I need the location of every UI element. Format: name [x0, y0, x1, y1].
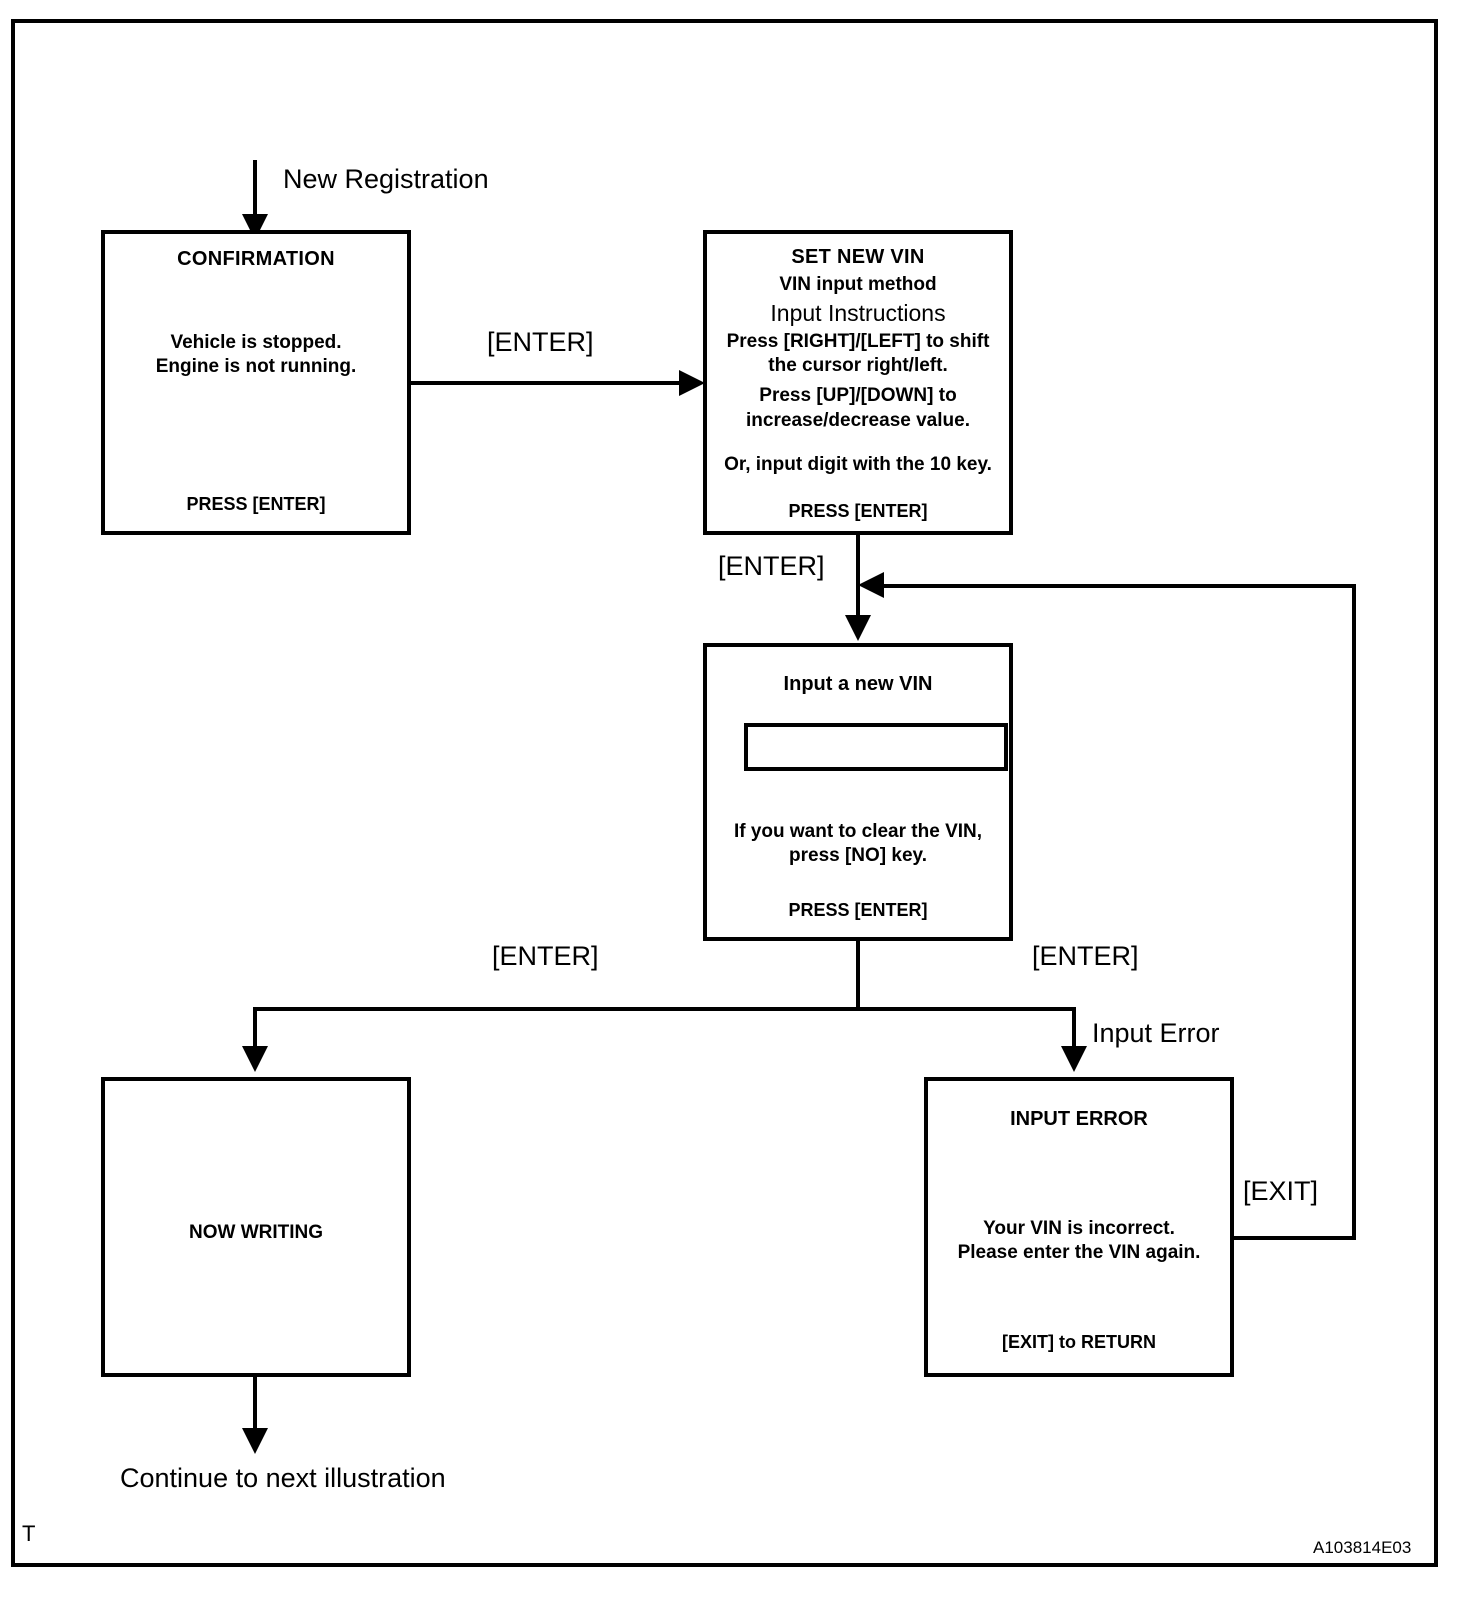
- input-new-vin-title: Input a new VIN: [783, 673, 933, 695]
- exit-label: Continue to next illustration: [120, 1463, 446, 1493]
- writing-exit-line: [253, 1377, 257, 1447]
- set-new-vin-line-4: increase/decrease value.: [746, 409, 970, 431]
- entry-label: New Registration: [283, 164, 489, 194]
- input-branch-stem: [856, 941, 860, 1009]
- screen-input-new-vin: Input a new VIN If you want to clear the…: [703, 643, 1013, 941]
- screen-input-error: INPUT ERROR Your VIN is incorrect. Pleas…: [924, 1077, 1234, 1377]
- error-return-label: [EXIT]: [1243, 1176, 1319, 1206]
- input-new-vin-line-1: If you want to clear the VIN,: [733, 820, 983, 842]
- set-new-vin-title: SET NEW VIN: [791, 246, 925, 268]
- setvin-to-input-arrowhead: [845, 615, 871, 641]
- writing-exit-arrowhead: [242, 1428, 268, 1454]
- set-new-vin-line-3: Press [UP]/[DOWN] to: [759, 385, 957, 407]
- confirm-to-setvin-line: [411, 381, 679, 385]
- input-error-line-1: Your VIN is incorrect.: [983, 1217, 1175, 1239]
- branch-right-leg: [1072, 1007, 1076, 1065]
- screen-now-writing: NOW WRITING: [101, 1077, 411, 1377]
- set-new-vin-line-1: Press [RIGHT]/[LEFT] to shift: [726, 330, 990, 352]
- error-return-exit-line: [1234, 1236, 1356, 1240]
- corner-marker: T: [22, 1521, 36, 1546]
- screen-confirmation: CONFIRMATION Vehicle is stopped. Engine …: [101, 230, 411, 535]
- branch-left-arrowhead: [242, 1046, 268, 1072]
- confirmation-line-1: Vehicle is stopped.: [170, 332, 342, 353]
- vin-input-field[interactable]: [744, 723, 1008, 771]
- branch-left-leg: [253, 1007, 257, 1065]
- input-error-branch-label: Input Error: [1092, 1018, 1220, 1048]
- branch-right-label: [ENTER]: [1032, 941, 1139, 971]
- confirm-to-setvin-arrowhead: [679, 370, 705, 396]
- confirm-to-setvin-label: [ENTER]: [487, 327, 594, 357]
- input-error-title: INPUT ERROR: [1010, 1108, 1148, 1130]
- now-writing-title: NOW WRITING: [188, 1222, 324, 1243]
- confirmation-line-2: Engine is not running.: [155, 356, 357, 378]
- figure-code: A103814E03: [1313, 1538, 1412, 1557]
- confirmation-title: CONFIRMATION: [177, 248, 335, 270]
- set-new-vin-footer: PRESS [ENTER]: [788, 501, 928, 521]
- branch-right-arrowhead: [1061, 1046, 1087, 1072]
- illustration-frame: [11, 19, 1438, 1567]
- set-new-vin-line-2: the cursor right/left.: [768, 355, 948, 377]
- error-return-vertical-line: [1352, 584, 1356, 1240]
- setvin-to-input-label: [ENTER]: [718, 551, 825, 581]
- confirmation-footer: PRESS [ENTER]: [186, 494, 326, 514]
- error-return-arrowhead: [858, 572, 884, 598]
- entry-arrow-stem: [253, 160, 257, 222]
- input-new-vin-footer: PRESS [ENTER]: [788, 900, 928, 920]
- screen-set-new-vin: SET NEW VIN VIN input method Input Instr…: [703, 230, 1013, 535]
- error-return-top-line: [882, 584, 1356, 588]
- input-error-footer: [EXIT] to RETURN: [1002, 1332, 1156, 1352]
- set-new-vin-heading: Input Instructions: [770, 300, 946, 327]
- set-new-vin-subtitle: VIN input method: [779, 274, 937, 295]
- input-error-line-2: Please enter the VIN again.: [957, 1241, 1201, 1263]
- branch-left-label: [ENTER]: [492, 941, 599, 971]
- set-new-vin-note: Or, input digit with the 10 key.: [724, 454, 992, 475]
- input-new-vin-line-2: press [NO] key.: [789, 844, 927, 866]
- input-branch-bar: [253, 1007, 1076, 1011]
